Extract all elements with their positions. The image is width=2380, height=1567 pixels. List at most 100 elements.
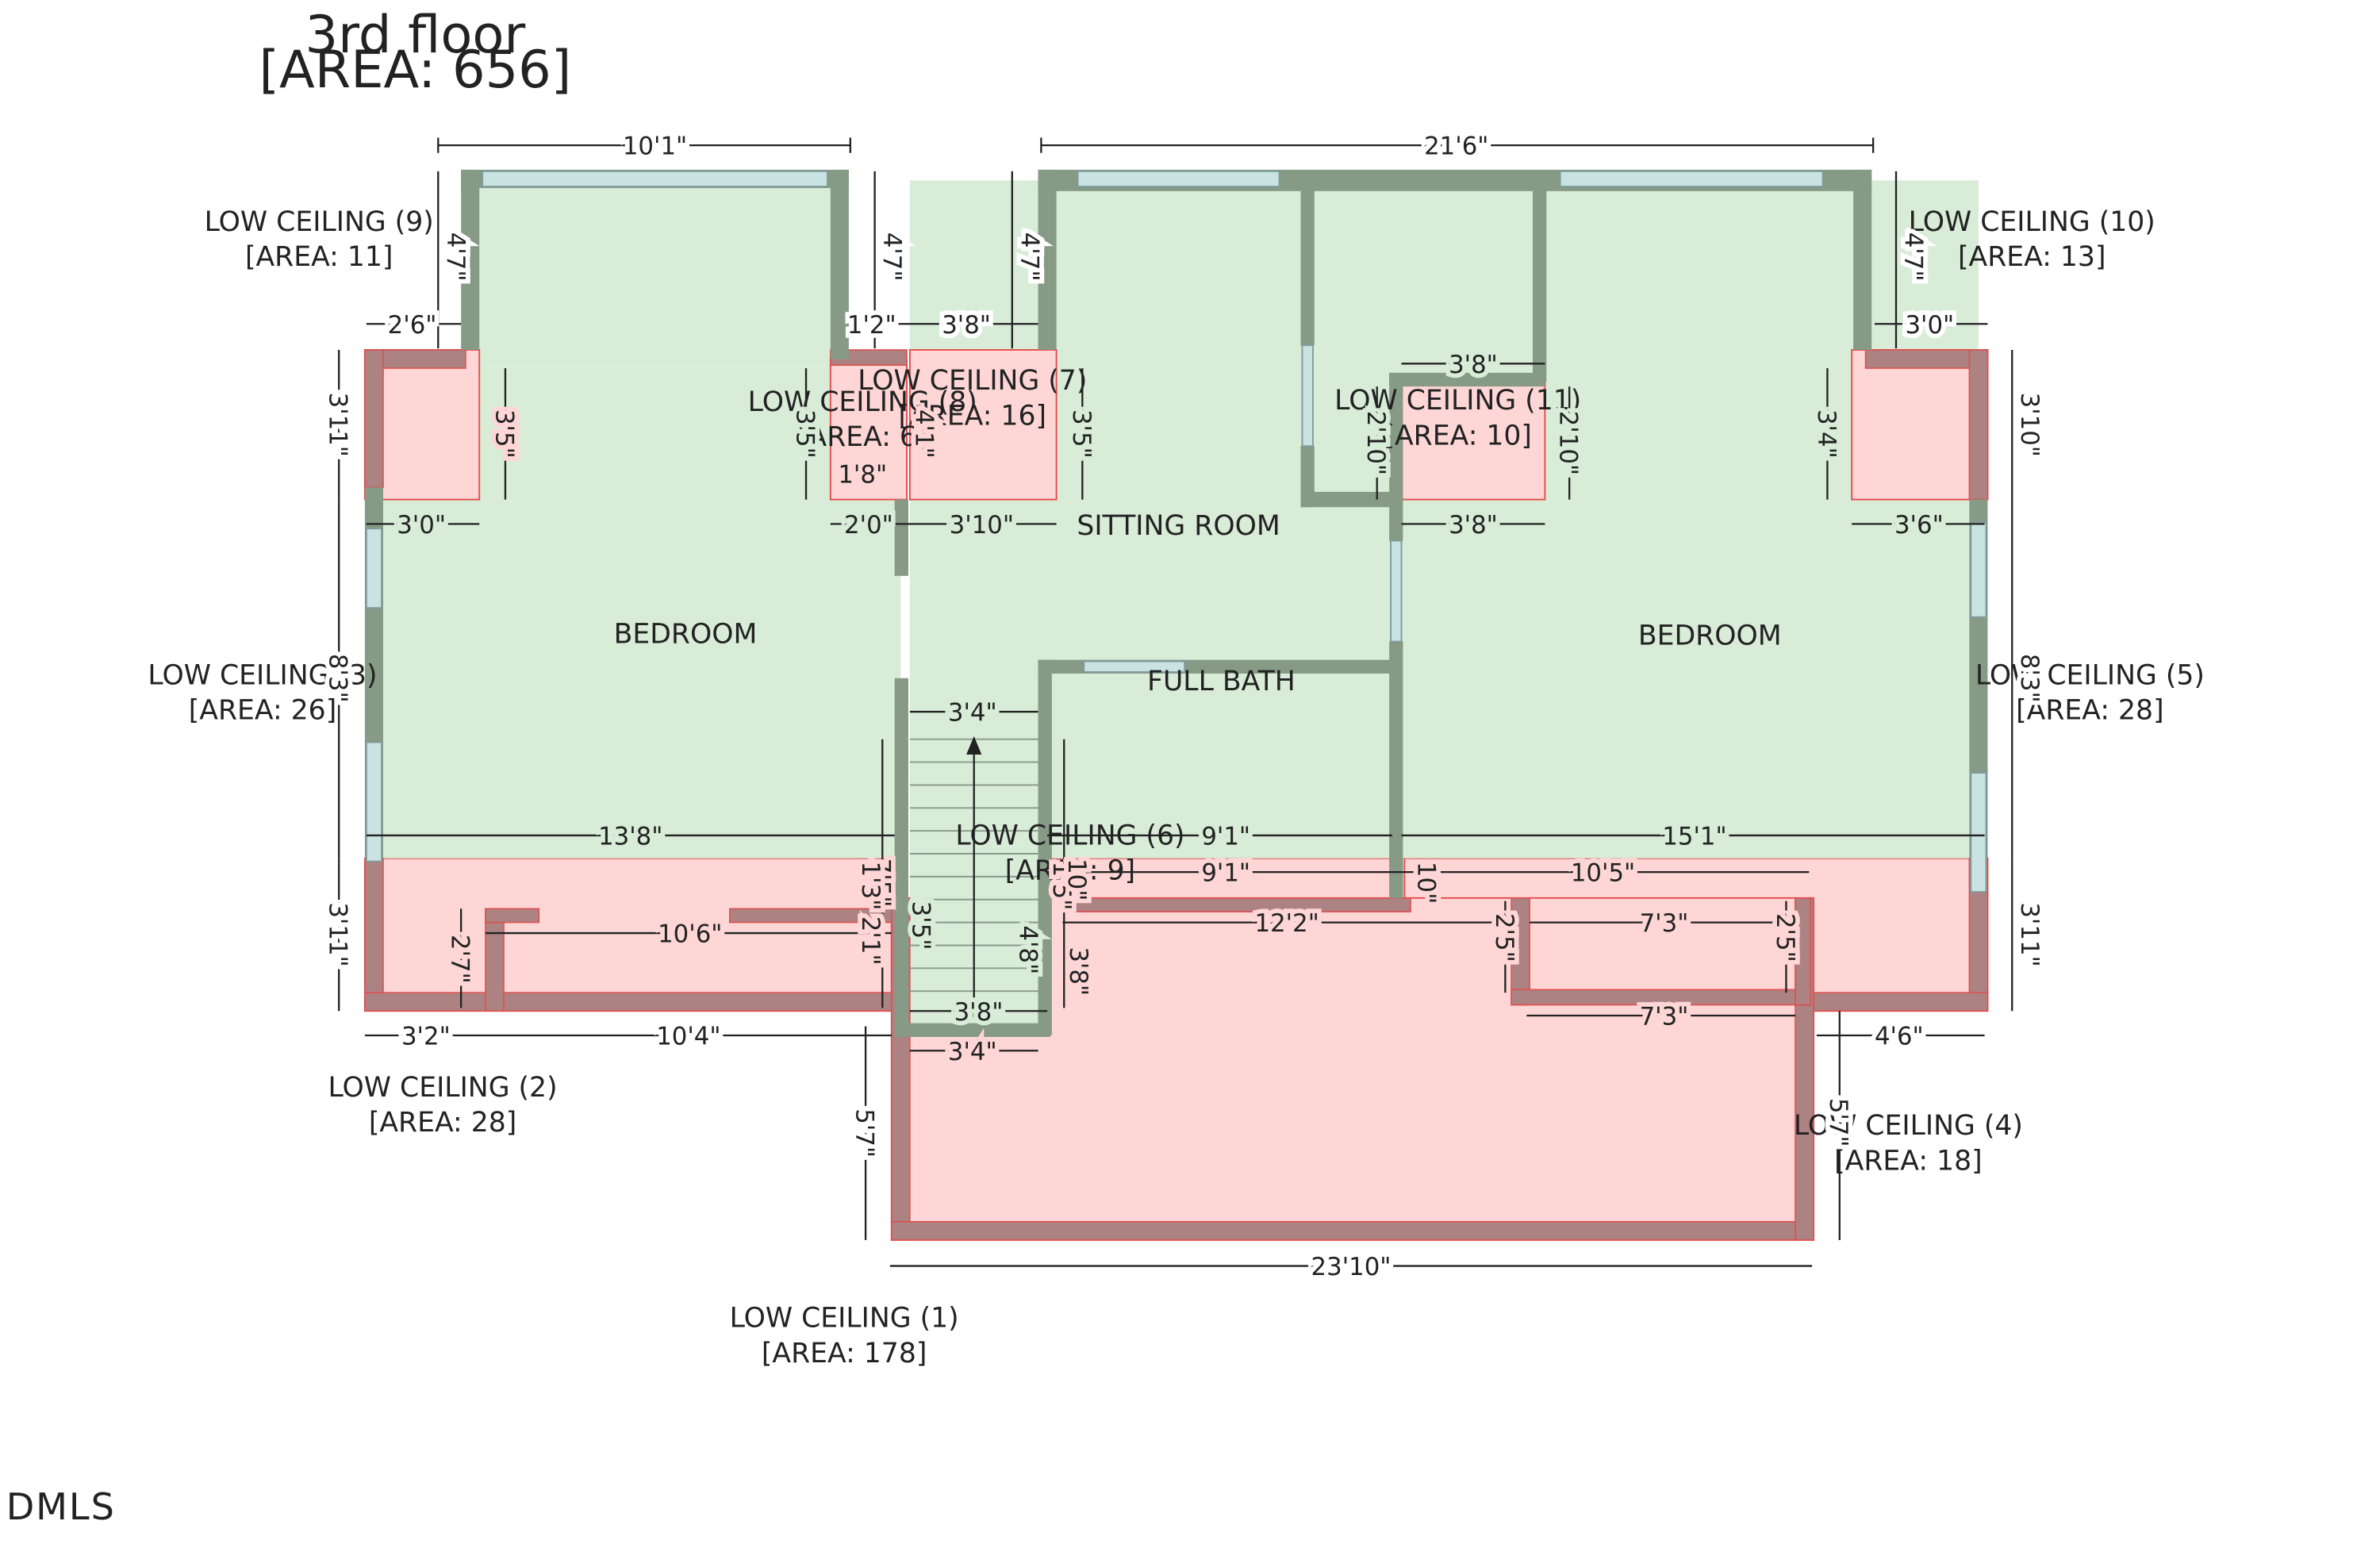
dimension-label: 4'8" — [1013, 925, 1042, 974]
dimension-label: 7'5" — [867, 858, 896, 908]
dimension-label: 3'4" — [1812, 409, 1841, 459]
dimension-label: 1'5" — [1047, 862, 1076, 911]
low-ceiling-area: [AREA: 18] — [1834, 1145, 1982, 1177]
dimension-label: 9'1" — [1201, 822, 1250, 851]
room-label: BEDROOM — [614, 618, 758, 650]
dimension-labels: 10'1" 21'6" 4'7" 4'7" 4'7" 4'7" 2'6" 1'2… — [319, 128, 2048, 1286]
dimension-label: 13'8" — [598, 822, 662, 851]
dimension-label: 8'3" — [2015, 654, 2044, 703]
dimension-label: 4'6" — [1875, 1023, 1924, 1051]
window — [365, 528, 383, 609]
dimension-label: 4'7" — [877, 232, 906, 282]
dimension-label: 2'10" — [1554, 411, 1583, 475]
door — [1301, 344, 1314, 447]
watermark: DMLS — [6, 1485, 116, 1528]
labels: 3rd floor [AREA: 656] BEDROOM SITTING RO… — [148, 5, 2205, 1369]
dimension-label: 2'0" — [844, 511, 893, 540]
dimension-label: 3'5" — [790, 409, 819, 459]
dimension-label: 4'7" — [1899, 232, 1928, 282]
bedroom-right-fill — [1401, 180, 1979, 858]
floor-area: [AREA: 656] — [259, 40, 572, 100]
dimension-label: 10'4" — [656, 1023, 720, 1051]
bedroom-left-top-fill — [476, 180, 837, 367]
dimension-label: 10'1" — [623, 133, 687, 161]
dimension-label: 2'5" — [1771, 913, 1799, 962]
dimension-label: 12'2" — [1255, 909, 1319, 938]
dimension-label: 1'3" — [856, 862, 885, 911]
low-ceiling-label: LOW CEILING (11) — [1334, 385, 1581, 417]
door — [1083, 660, 1186, 673]
low-ceiling-label: LOW CEILING (5) — [1975, 659, 2205, 691]
low-ceiling-label: LOW CEILING (6) — [955, 820, 1184, 851]
low-ceiling-label: LOW CEILING (9) — [205, 206, 434, 238]
dimension-label: 4'1" — [910, 409, 939, 459]
dimension-lines — [338, 137, 2013, 1267]
stair-fill — [909, 669, 1048, 1030]
dimension-label: 10'6" — [658, 920, 722, 949]
low-ceiling-label: LOW CEILING (4) — [1794, 1110, 2023, 1142]
window — [1970, 772, 1987, 893]
window — [482, 170, 828, 188]
dimension-label: 2'1" — [856, 916, 885, 966]
floor-title: 3rd floor — [305, 5, 526, 65]
dimension-label: 3'11" — [324, 902, 352, 966]
low-ceiling-label: LOW CEILING (8) — [748, 386, 977, 418]
dimension-label: 3'10" — [2015, 393, 2044, 457]
dimension-label: 3'4" — [948, 699, 997, 728]
dimension-label: 23'10" — [1311, 1253, 1392, 1281]
living-fills — [363, 180, 1989, 1030]
low-ceiling-area: [AREA: 26] — [189, 695, 336, 727]
dimension-label: 3'2" — [401, 1023, 451, 1051]
low-ceiling-area: [AREA: 11] — [245, 241, 393, 273]
lc3-fill — [363, 857, 892, 1012]
low-ceiling-area: [AREA: 16] — [899, 400, 1046, 432]
low-ceiling-area: [AREA: 10] — [1384, 420, 1531, 451]
dimension-label: 3'8" — [1064, 947, 1092, 996]
dimension-label: 3'5" — [907, 901, 935, 951]
dimension-label: 10" — [1062, 858, 1091, 901]
dimension-label: 1'2" — [847, 311, 896, 340]
dimension-label: 2'7" — [446, 935, 474, 984]
low-ceiling-area: [AREA: 6] — [797, 421, 927, 453]
dimension-label: 10" — [1412, 862, 1441, 904]
room-label: BEDROOM — [1638, 620, 1782, 651]
dimension-label: 15'1" — [1662, 822, 1726, 851]
dimension-label: 2'5" — [1490, 913, 1518, 962]
low-ceiling-area: [AREA: 9] — [1005, 855, 1135, 887]
low-ceiling-area: [AREA: 28] — [2016, 695, 2163, 727]
low-ceiling-label: LOW CEILING (7) — [858, 365, 1087, 397]
dimension-label: 3'4" — [948, 1038, 997, 1066]
dimension-label: 8'3" — [324, 654, 352, 703]
dimension-label: 7'3" — [1640, 909, 1689, 938]
dimension-label: 4'7" — [441, 232, 470, 282]
dimension-label: 3'8" — [1449, 351, 1498, 379]
dimension-label: 3'5" — [1067, 409, 1096, 459]
stairs — [909, 735, 1038, 1017]
dimension-label: 3'0" — [397, 511, 446, 540]
dimension-label: 3'8" — [1449, 511, 1498, 540]
dimension-label: 3'11" — [2015, 902, 2044, 966]
bath-fill — [1050, 669, 1399, 858]
dimension-label: 10'5" — [1571, 859, 1635, 888]
low-ceiling-area: [AREA: 28] — [369, 1107, 516, 1139]
window — [1970, 521, 1987, 618]
low-ceiling-label: LOW CEILING (2) — [328, 1072, 557, 1104]
dimension-label: 1'8" — [838, 460, 887, 489]
low-ceiling-area: [AREA: 13] — [1958, 241, 2106, 273]
dimension-label: 3'5" — [489, 409, 518, 459]
room-label: SITTING ROOM — [1077, 510, 1280, 542]
dimension-label: 5'7" — [1824, 1098, 1852, 1147]
room-label: FULL BATH — [1147, 666, 1296, 697]
dimension-label: 3'8" — [942, 311, 991, 340]
windows — [365, 170, 1987, 893]
dimension-label: 3'6" — [1894, 511, 1944, 540]
window — [1077, 170, 1280, 188]
door — [1390, 540, 1403, 643]
dimension-label: 7'3" — [1640, 1003, 1689, 1031]
low-ceiling-label: LOW CEILING (3) — [148, 659, 377, 691]
dimension-label: 3'10" — [950, 511, 1014, 540]
dimension-label: 21'6" — [1424, 133, 1488, 161]
low-ceiling-area: [AREA: 178] — [762, 1338, 927, 1369]
low-ceiling-label: LOW CEILING (1) — [730, 1303, 959, 1335]
